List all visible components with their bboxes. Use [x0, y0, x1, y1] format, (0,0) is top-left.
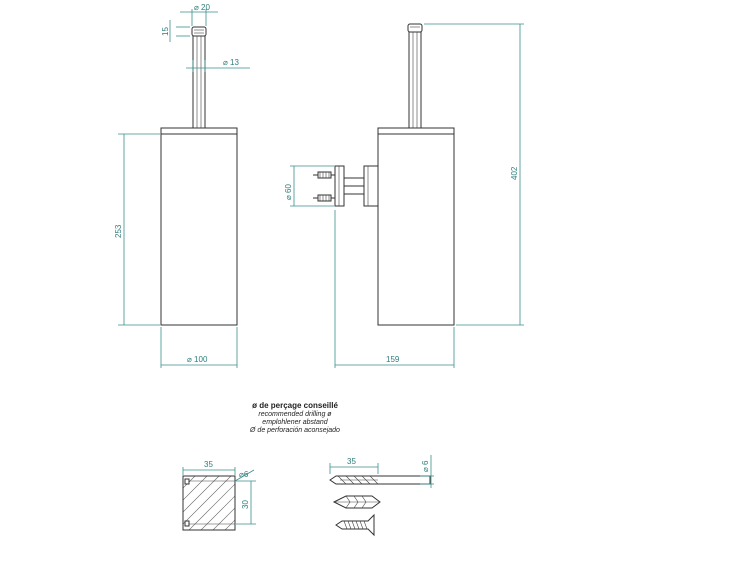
- side-body: [377, 133, 455, 326]
- dim-total-height: 402: [510, 166, 519, 180]
- dim-hole-diameter: ⌀6: [239, 470, 249, 479]
- front-knob: [191, 26, 207, 37]
- dim-knob-height: 15: [161, 27, 170, 36]
- note-german: emplohlener abstand: [262, 419, 328, 426]
- dim-drill-depth: 35: [347, 457, 356, 466]
- dim-hole-spacing: 30: [241, 500, 250, 509]
- dim-rod-diameter: ⌀ 13: [223, 58, 239, 67]
- wall-bracket: [313, 165, 379, 207]
- dim-spacing-width: 35: [204, 460, 213, 469]
- hole-bottom: [184, 520, 190, 527]
- front-rod: [192, 35, 206, 129]
- note-title: ø de perçage conseillé: [252, 401, 338, 410]
- drill-bit: [329, 475, 431, 485]
- dim-knob-diameter: ⌀ 20: [194, 3, 210, 12]
- wall-plug: [332, 495, 381, 509]
- wood-screw: [335, 513, 375, 537]
- front-body: [160, 133, 238, 326]
- front-dimensions: ⌀ 20 15 ⌀ 13 253 ⌀ 100: [114, 3, 250, 368]
- side-dimensions: ⌀ 60 402 159: [284, 23, 524, 368]
- note-spanish: Ø de perforación aconsejado: [249, 427, 340, 434]
- drilling-note: ø de perçage conseillé recommended drill…: [249, 401, 340, 434]
- dim-wall-projection: 159: [386, 355, 400, 364]
- side-knob: [407, 23, 423, 33]
- front-lid: [160, 127, 238, 135]
- side-rod: [408, 31, 422, 129]
- wall-square: [182, 475, 236, 531]
- hole-top: [184, 478, 190, 485]
- front-view: [160, 26, 238, 326]
- drill-plug-screw-view: 35 ⌀ 6: [329, 455, 434, 537]
- note-english: recommended drilling ø: [258, 411, 332, 418]
- dim-bracket-diameter: ⌀ 60: [284, 184, 293, 200]
- side-lid: [377, 127, 455, 135]
- dim-body-height: 253: [114, 224, 123, 238]
- dim-drill-diameter: ⌀ 6: [421, 460, 430, 472]
- dim-body-diameter: ⌀ 100: [187, 355, 208, 364]
- hatched-wall: [183, 476, 235, 530]
- drill-spacing-view: 35 ⌀6 30: [182, 460, 256, 531]
- side-view: [313, 23, 455, 326]
